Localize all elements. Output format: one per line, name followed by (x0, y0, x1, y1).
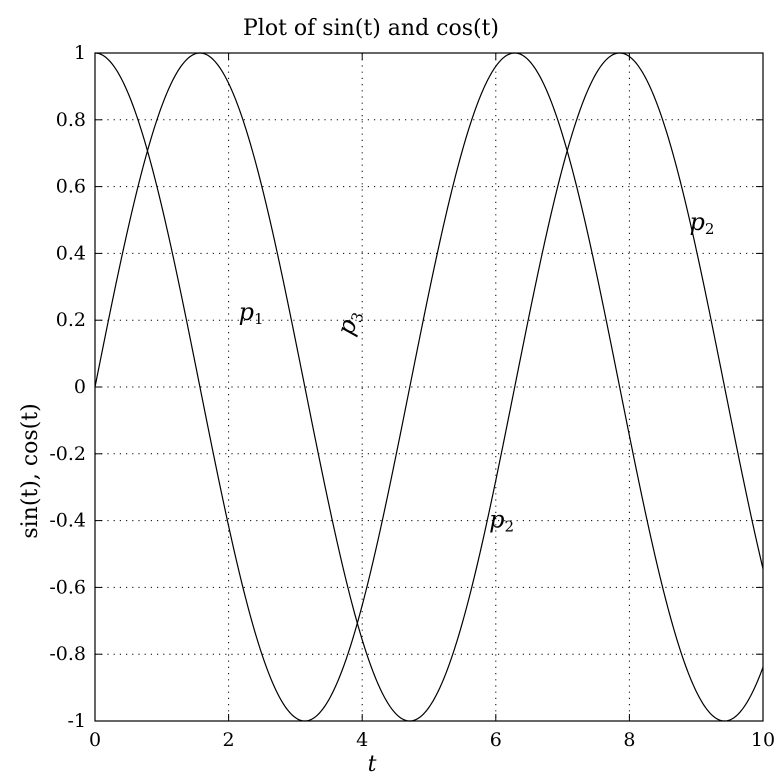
y-tick-label: 0.2 (56, 309, 86, 331)
x-tick-label: 0 (89, 729, 101, 751)
x-axis-label: t (368, 752, 377, 776)
y-tick-label: 1 (74, 42, 86, 64)
y-tick-label: -0.6 (49, 576, 86, 598)
annotations: p1 p3 p2 p2 (239, 208, 715, 535)
chart-title: Plot of sin(t) and cos(t) (243, 16, 499, 41)
y-tick-label: -1 (67, 710, 86, 732)
y-tick-label: -0.4 (49, 510, 86, 532)
series-layer (94, 52, 764, 722)
annotation-p1: p1 (239, 298, 264, 328)
x-tick-label: 6 (490, 729, 502, 751)
annotation-p2: p2 (690, 208, 715, 238)
x-tick-label: 8 (623, 729, 635, 751)
y-tick-label: 0.8 (56, 109, 86, 131)
y-tick-label: 0.6 (56, 176, 86, 198)
sin-series-line (94, 52, 764, 722)
y-tick-label: 0.4 (56, 242, 86, 264)
x-tick-label: 4 (356, 729, 368, 751)
y-tick-label: 0 (74, 376, 86, 398)
annotation-p3: p3 (331, 306, 367, 339)
x-tick-label: 2 (223, 729, 235, 751)
y-tick-label: -0.2 (49, 443, 86, 465)
y-tick-label: -0.8 (49, 643, 86, 665)
cos-series-line (94, 52, 764, 722)
grid (95, 53, 763, 721)
ticks: 0 2 4 6 8 10 -1 -0.8 -0.6 -0.4 -0.2 0 0.2 0.4 0.6 0.8 1 (49, 42, 775, 751)
x-tick-label: 10 (751, 729, 775, 751)
y-axis-label: sin(t), cos(t) (18, 403, 43, 538)
annotation-p2: p2 (489, 505, 514, 535)
